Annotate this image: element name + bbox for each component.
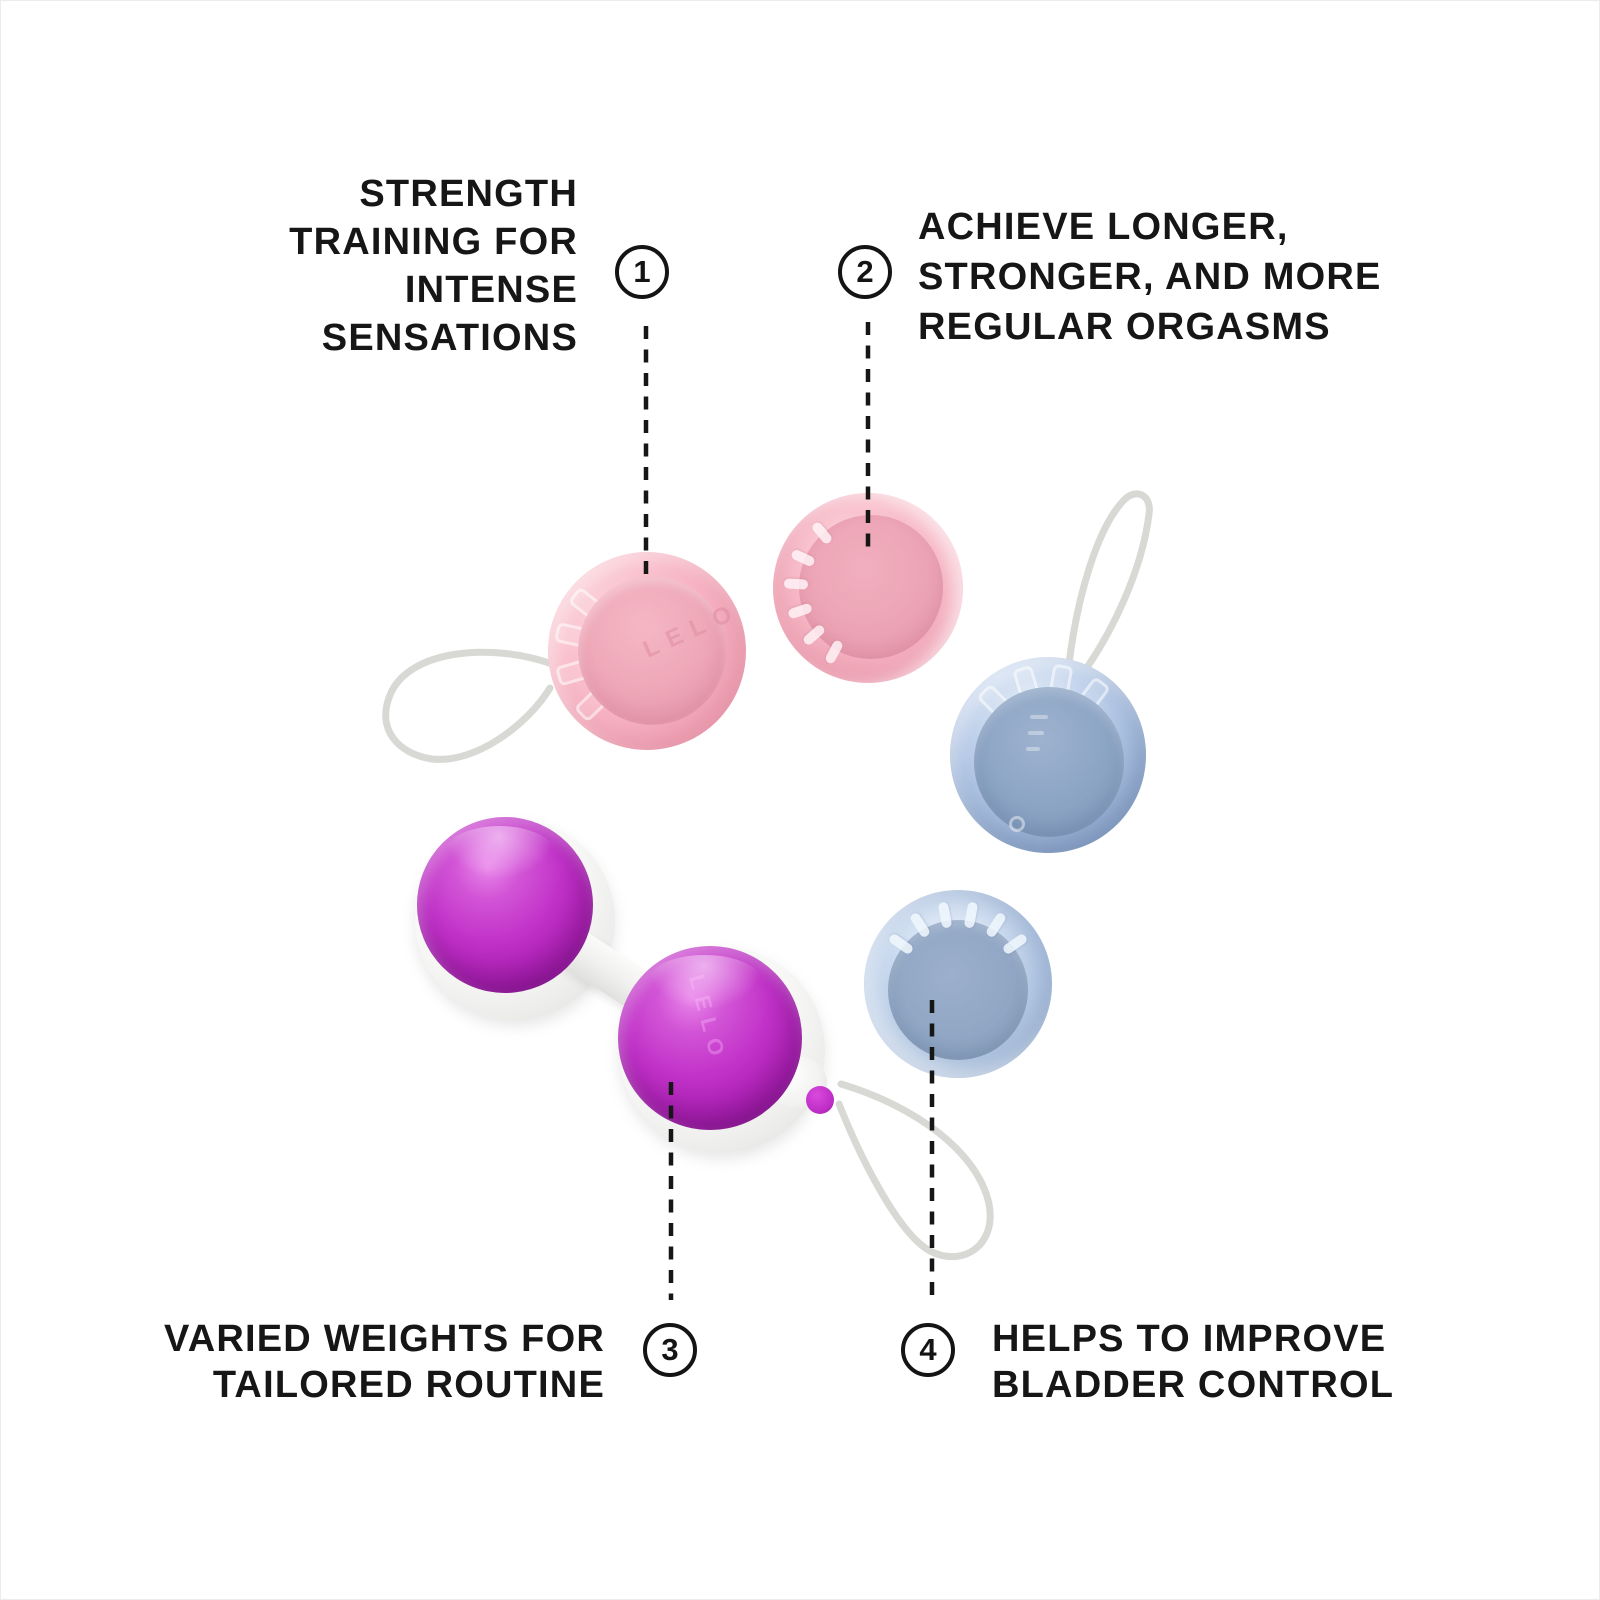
callout-line: TAILORED ROUTINE — [212, 1364, 605, 1406]
gloss-highlight — [445, 825, 555, 879]
callout-1-text: STRENGTH TRAINING FOR INTENSE SENSATIONS — [240, 170, 578, 362]
callout-2-number: 2 — [856, 254, 874, 289]
ridge-detail — [908, 911, 932, 939]
blue-ball-large — [950, 657, 1146, 853]
callout-3-number: 3 — [661, 1332, 679, 1367]
callout-line: REGULAR ORGASMS — [918, 306, 1331, 348]
callout-4-number-badge: 4 — [901, 1323, 955, 1377]
callout-2-text: ACHIEVE LONGER, STRONGER, AND MORE REGUL… — [918, 202, 1382, 352]
callout-3-number-badge: 3 — [643, 1323, 697, 1377]
emboss-tick — [1028, 731, 1044, 735]
brand-engraving: LELO — [684, 971, 732, 1066]
callout-1-number-badge: 1 — [615, 245, 669, 299]
callout-line: SENSATIONS — [321, 317, 578, 359]
cord-anchor-nub — [806, 1086, 834, 1114]
purple-beads-retrieval-cord — [835, 1080, 994, 1260]
pink-ball-retrieval-cord — [382, 648, 556, 763]
blue-ball-small — [864, 890, 1052, 1078]
purple-bead-left — [417, 817, 593, 993]
callout-line: HELPS TO IMPROVE — [992, 1318, 1387, 1360]
pink-ball-large: LELO — [526, 530, 768, 772]
callout-1-number: 1 — [633, 254, 651, 289]
callout-4-number: 4 — [919, 1332, 937, 1367]
callout-line: BLADDER CONTROL — [992, 1364, 1395, 1406]
callout-line: INTENSE — [404, 269, 578, 311]
blue-ball-large-inner — [974, 687, 1124, 837]
callout-3-text: VARIED WEIGHTS FOR TAILORED ROUTINE — [150, 1316, 605, 1408]
ridge-detail — [783, 578, 809, 590]
emboss-tick — [1026, 747, 1040, 751]
callout-line: STRENGTH — [359, 173, 578, 215]
callout-line: STRONGER, AND MORE — [918, 256, 1382, 298]
emboss-tick — [1030, 715, 1048, 719]
pink-ball-small — [773, 493, 963, 683]
callout-line: TRAINING FOR — [289, 221, 578, 263]
callout-line: VARIED WEIGHTS FOR — [163, 1318, 605, 1360]
purple-bead-right: LELO — [618, 946, 802, 1130]
blue-ball-small-inner — [888, 920, 1028, 1060]
callout-2-number-badge: 2 — [838, 245, 892, 299]
blue-ball-retrieval-cord — [1065, 490, 1153, 670]
callout-4-text: HELPS TO IMPROVE BLADDER CONTROL — [992, 1316, 1394, 1408]
callout-line: ACHIEVE LONGER, — [918, 206, 1289, 248]
emboss-ring — [1009, 816, 1025, 832]
